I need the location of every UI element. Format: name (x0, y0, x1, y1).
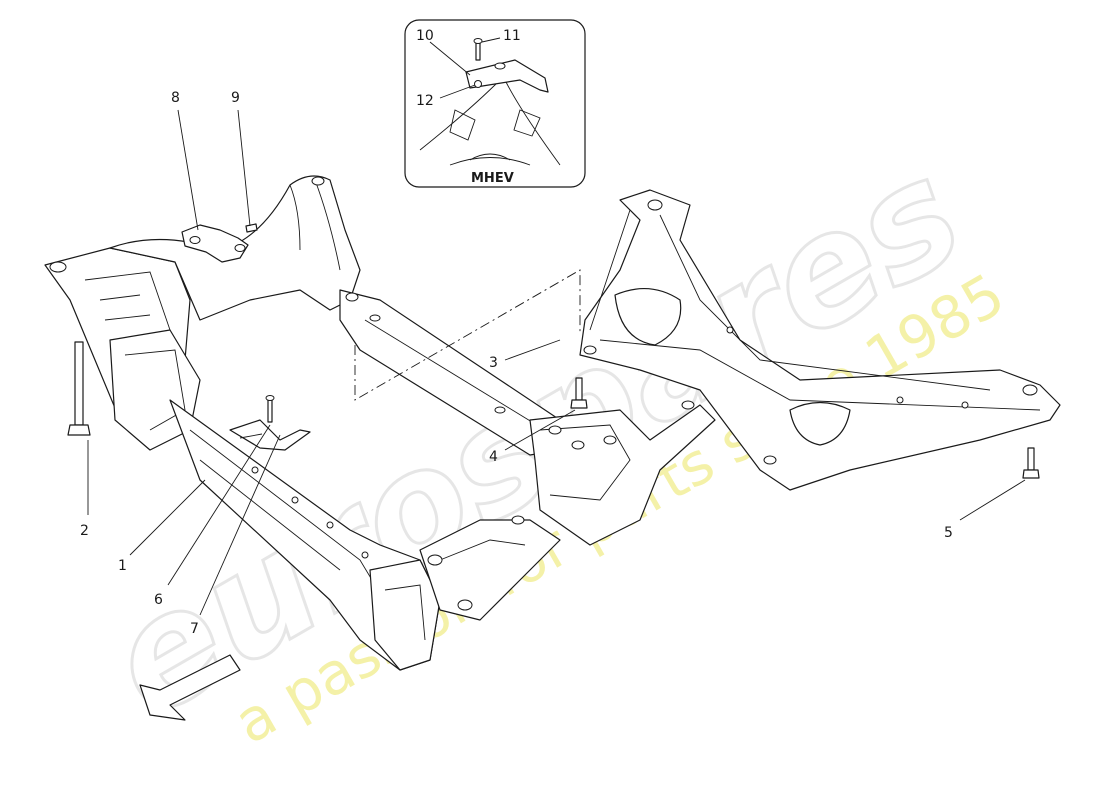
callout-3: 3 (489, 355, 498, 371)
callout-12: 12 (416, 93, 434, 109)
right-mount (419, 400, 716, 621)
callouts: 1 2 3 4 5 6 7 8 9 10 11 12 (80, 28, 953, 637)
callout-11: 11 (503, 28, 521, 44)
callout-5: 5 (944, 525, 953, 541)
front-crossmember (169, 399, 441, 671)
bracket-8 (181, 223, 258, 263)
inset-frame (404, 19, 586, 188)
assembly-line (354, 269, 581, 401)
direction-arrow (139, 654, 241, 721)
callout-8: 8 (171, 90, 180, 106)
bracket-6 (229, 395, 311, 451)
callout-9: 9 (231, 90, 240, 106)
callout-4: 4 (489, 449, 498, 465)
bolt-4 (570, 377, 588, 409)
callout-7: 7 (190, 621, 199, 637)
bolt-2 (67, 341, 91, 436)
underbody-brace (579, 189, 1061, 491)
leader-lines (87, 37, 1026, 616)
mhev-inset: MHEV (404, 19, 586, 188)
inset-label: MHEV (471, 171, 514, 186)
callout-2: 2 (80, 523, 89, 539)
callout-10: 10 (416, 28, 434, 44)
bolt-5 (1022, 447, 1040, 479)
callout-6: 6 (154, 592, 163, 608)
callout-1: 1 (118, 558, 127, 574)
subframe-main (44, 175, 361, 451)
